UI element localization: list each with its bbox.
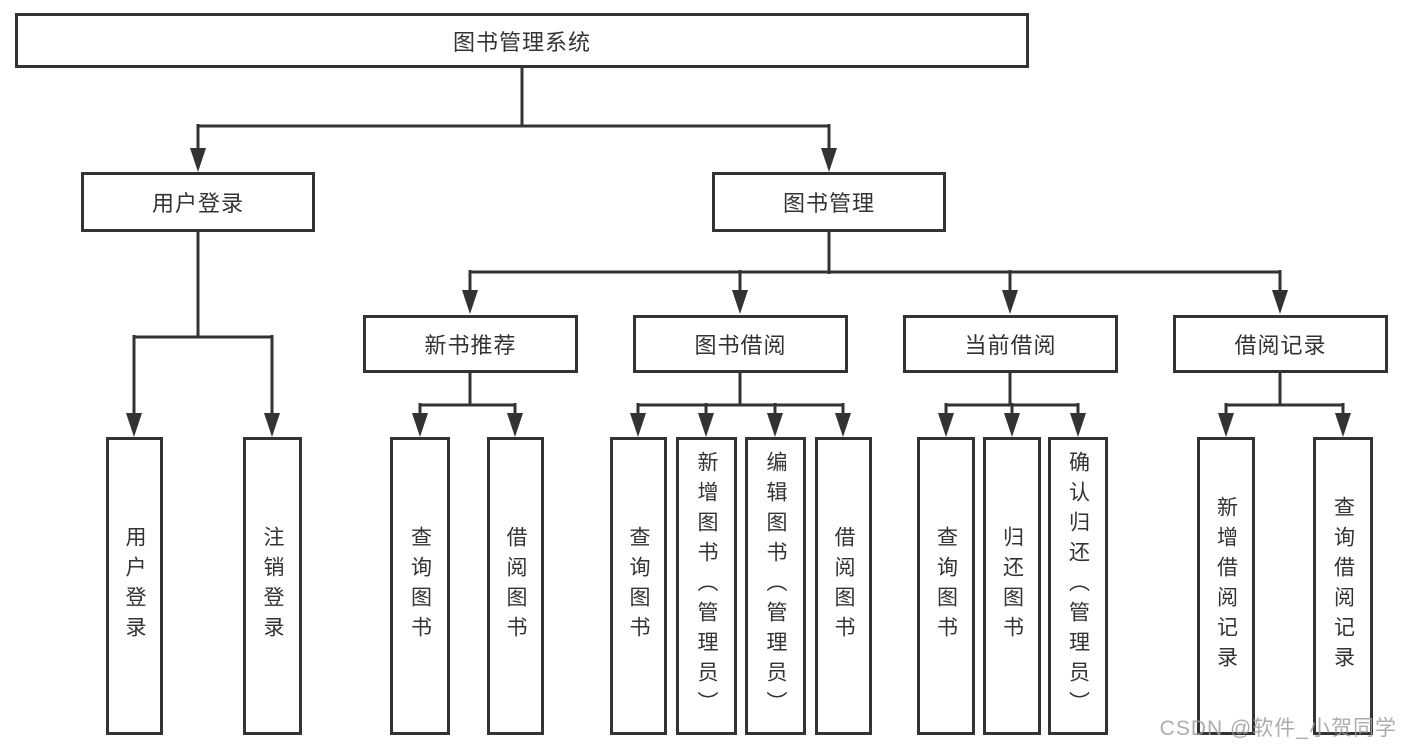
leaf-query-books-borrowing-label: 查询图书 xyxy=(627,526,650,646)
node-new-book-recommendation-label: 新书推荐 xyxy=(424,333,517,358)
leaf-confirm-return-admin-label: 确认归还（管理员） xyxy=(1066,451,1090,721)
leaf-edit-book-admin: 编辑图书（管理员） xyxy=(745,437,806,735)
leaf-confirm-return-admin: 确认归还（管理员） xyxy=(1048,437,1108,735)
node-user-login-label: 用户登录 xyxy=(151,191,244,216)
leaf-borrow-books-recommend: 借阅图书 xyxy=(487,437,544,735)
leaf-add-book-admin-label: 新增图书（管理员） xyxy=(695,451,718,721)
node-book-management: 图书管理 xyxy=(712,172,946,232)
leaf-query-borrow-record: 查询借阅记录 xyxy=(1313,437,1373,735)
node-borrowing-records: 借阅记录 xyxy=(1173,315,1388,373)
leaf-logout: 注销登录 xyxy=(243,437,302,735)
node-book-borrowing: 图书借阅 xyxy=(633,315,848,373)
leaf-user-login: 用户登录 xyxy=(106,437,163,735)
node-library-management-system-label: 图书管理系统 xyxy=(452,29,591,55)
leaf-logout-label: 注销登录 xyxy=(261,526,284,646)
leaf-query-books-recommend-label: 查询图书 xyxy=(408,526,432,646)
node-borrowing-records-label: 借阅记录 xyxy=(1234,333,1327,358)
leaf-borrow-books-recommend-label: 借阅图书 xyxy=(504,526,527,646)
node-user-login: 用户登录 xyxy=(81,172,315,232)
node-new-book-recommendation: 新书推荐 xyxy=(363,315,578,373)
leaf-query-books-current-label: 查询图书 xyxy=(934,526,958,646)
node-current-borrowing: 当前借阅 xyxy=(903,315,1118,373)
leaf-user-login-label: 用户登录 xyxy=(123,526,146,646)
leaf-borrow-books-borrowing: 借阅图书 xyxy=(815,437,872,735)
node-book-management-label: 图书管理 xyxy=(782,191,875,216)
node-library-management-system: 图书管理系统 xyxy=(15,13,1029,68)
node-book-borrowing-label: 图书借阅 xyxy=(694,333,787,358)
leaf-add-book-admin: 新增图书（管理员） xyxy=(676,437,737,735)
leaf-query-borrow-record-label: 查询借阅记录 xyxy=(1331,496,1355,676)
arrow-heads xyxy=(126,148,1351,437)
node-current-borrowing-label: 当前借阅 xyxy=(964,333,1057,358)
tree-branch-lines xyxy=(132,68,1345,417)
leaf-edit-book-admin-label: 编辑图书（管理员） xyxy=(764,451,787,721)
leaf-query-books-recommend: 查询图书 xyxy=(390,437,450,735)
leaf-add-borrow-record-label: 新增借阅记录 xyxy=(1214,496,1238,676)
csdn-watermark: CSDN @软件_小贺同学 xyxy=(1159,717,1397,740)
leaf-query-books-current: 查询图书 xyxy=(917,437,975,735)
leaf-query-books-borrowing: 查询图书 xyxy=(610,437,667,735)
leaf-borrow-books-borrowing-label: 借阅图书 xyxy=(832,526,855,646)
leaf-return-books: 归还图书 xyxy=(983,437,1041,735)
leaf-add-borrow-record: 新增借阅记录 xyxy=(1197,437,1255,735)
leaf-return-books-label: 归还图书 xyxy=(1000,526,1024,646)
